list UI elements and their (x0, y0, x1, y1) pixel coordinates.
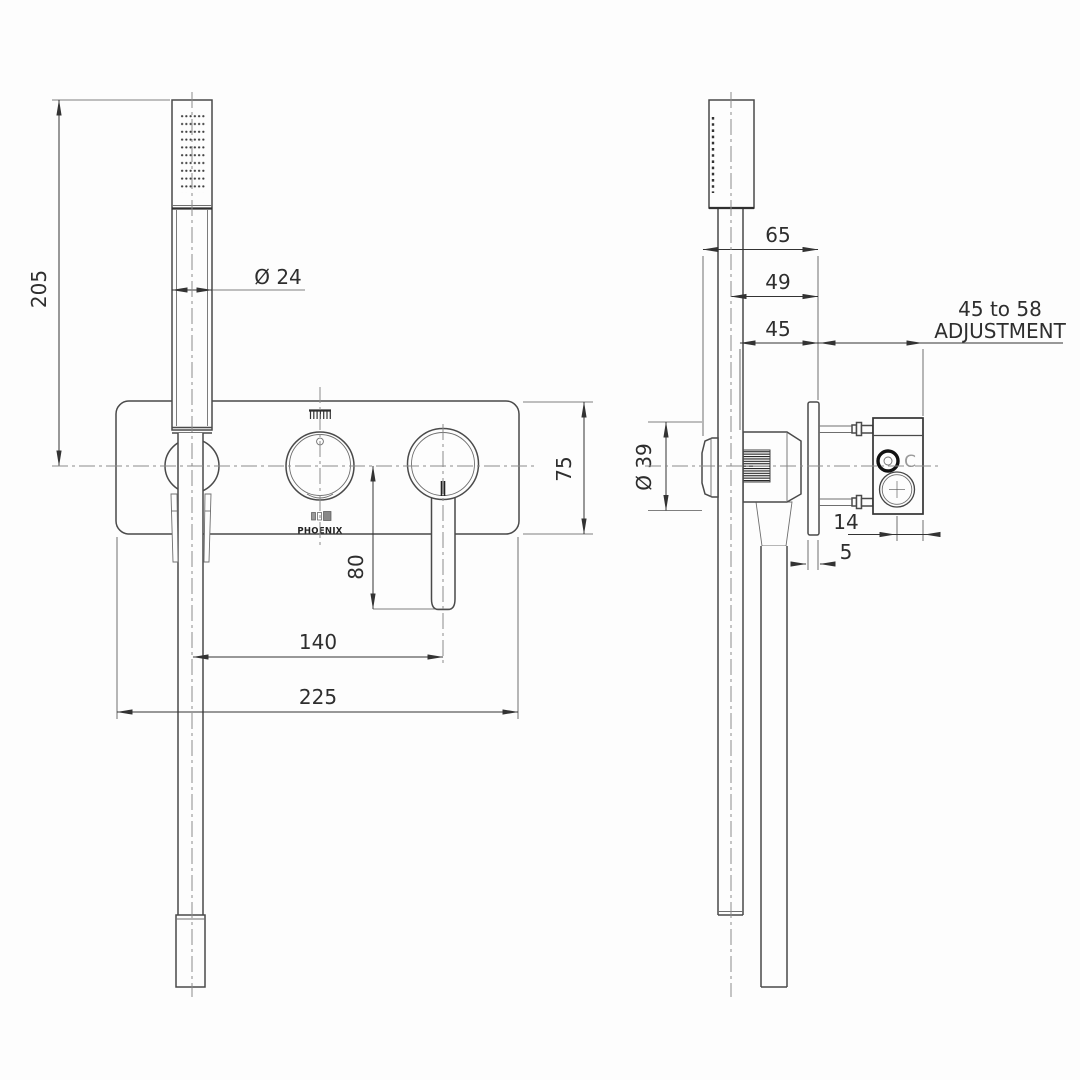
dim-14-label: 14 (833, 510, 858, 534)
front-dimensions: 205 Ø 24 75 80 140 225 (27, 99, 593, 719)
valve-block: C (872, 417, 924, 515)
valve-outlet-port (878, 471, 916, 508)
dim-75-label: 75 (552, 456, 576, 481)
valve-inlet-port (876, 449, 900, 473)
side-view: C (701, 99, 924, 988)
side-dimensions: 65 49 45 45 to 58 ADJUSTMENT Ø 39 14 5 (632, 223, 1067, 570)
spray-face-dots (180, 113, 206, 193)
phoenix-logo (311, 511, 332, 521)
centerlines (52, 92, 940, 997)
holder-bracket-left (170, 493, 179, 563)
dim-45-label: 45 (765, 317, 790, 341)
adjustment-range-label: 45 to 58 (958, 297, 1042, 321)
dim-80-label: 80 (344, 554, 368, 579)
dim-5-label: 5 (840, 540, 853, 564)
hose-connector (175, 914, 206, 988)
dim-49-label: 49 (765, 270, 790, 294)
front-view: PHOENIX (115, 99, 520, 988)
adjustment-text-label: ADJUSTMENT (934, 319, 1066, 343)
dim-140-label: 140 (299, 630, 337, 654)
dim-65-label: 65 (765, 223, 790, 247)
side-holder-knob (701, 437, 719, 498)
holder-bracket-right (203, 493, 212, 563)
dim-24-label: Ø 24 (254, 265, 302, 289)
cold-marking: C (904, 452, 916, 472)
side-hose-connector (755, 501, 793, 547)
dim-225-label: 225 (299, 685, 337, 709)
side-wall-plate (807, 401, 820, 536)
front-hand-shower (170, 99, 213, 988)
dim-39-label: Ø 39 (632, 443, 656, 491)
dim-205-label: 205 (27, 270, 51, 308)
